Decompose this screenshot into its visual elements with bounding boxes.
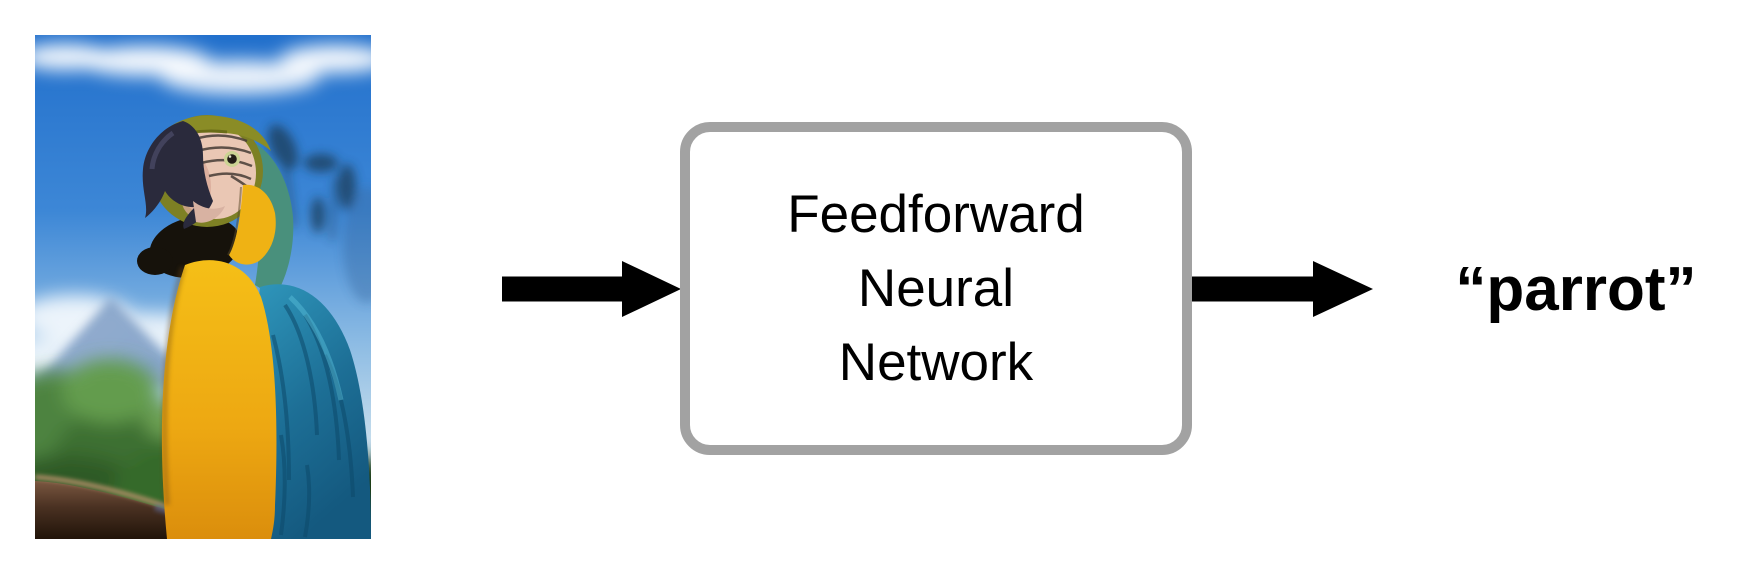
- parrot-head: [142, 115, 276, 265]
- photo-branches: [268, 124, 371, 303]
- parrot-wing: [254, 284, 371, 539]
- network-box-label-line: Network: [838, 332, 1034, 392]
- parrot-photo-image: [35, 35, 371, 539]
- parrot-photo: [35, 35, 371, 539]
- parrot-beak: [142, 121, 225, 229]
- network-box-label-line: Neural: [857, 258, 1015, 318]
- network-box-label-line: Feedforward: [787, 184, 1085, 244]
- output-label: “parrot”: [1455, 254, 1697, 324]
- network-box: Feedforward Neural Network: [680, 122, 1192, 455]
- output-arrow-icon: [1192, 261, 1373, 317]
- parrot-cheek: [229, 184, 276, 265]
- input-arrow-icon: [502, 261, 681, 317]
- parrot-bird: [137, 115, 371, 539]
- parrot-breast: [161, 260, 277, 539]
